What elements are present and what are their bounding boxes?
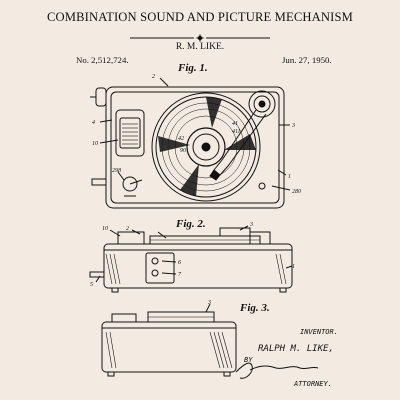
fig1-ref-4: 4 (92, 119, 95, 126)
inventor-signature-name: RALPH M. LIKE, (258, 344, 334, 354)
fig3-front-view (101, 303, 237, 377)
fig2-ref-1: 1 (292, 264, 295, 270)
fig1-ref-10: 10 (92, 141, 98, 147)
fig1-ref-41: 41 (232, 120, 238, 127)
record-platter (151, 92, 261, 202)
fig1-ref-1: 1 (288, 174, 291, 180)
fig2-ref-10: 10 (102, 226, 108, 232)
fig1-ref-411: 411 (232, 128, 241, 135)
patent-date: Jun. 27, 1950. (282, 55, 332, 65)
fig1-ref-90: 90 (180, 148, 186, 154)
fig1-ref-280: 280 (292, 189, 301, 195)
fig2-side-view (89, 225, 293, 293)
fig2-label: Fig. 2. (176, 218, 206, 230)
patent-title: COMBINATION SOUND AND PICTURE MECHANISM (46, 10, 354, 24)
patent-number: No. 2,512,724. (76, 55, 129, 65)
fig2-ref-6: 6 (178, 260, 181, 266)
speaker-grille (115, 109, 145, 157)
fig3-label: Fig. 3. (240, 302, 270, 314)
inventor-name-header: R. M. LIKE. (175, 42, 225, 52)
hatching (105, 253, 287, 369)
inventor-label: INVENTOR. (300, 328, 338, 336)
fig1-ref-42: 42 (178, 135, 184, 142)
fig1-label: Fig. 1. (178, 62, 208, 74)
decorative-rule (130, 33, 270, 43)
tone-arm-pivot (248, 90, 276, 118)
attorney-label: ATTORNEY. (294, 380, 332, 388)
fig1-ref-3: 3 (291, 123, 295, 129)
fig3-ref-3: 3 (207, 300, 211, 306)
fig2-ref-7: 7 (178, 272, 182, 278)
fig2-ref-2: 2 (126, 226, 129, 232)
fig1-ref-2: 2 (152, 74, 155, 80)
attorney-signature (235, 362, 319, 379)
fig2-ref-5: 5 (90, 282, 93, 288)
fig2-ref-3: 3 (249, 222, 253, 228)
fig1-ref-298: 298 (112, 168, 121, 174)
by-label: BY (244, 356, 253, 364)
fig1-top-view (90, 77, 291, 209)
